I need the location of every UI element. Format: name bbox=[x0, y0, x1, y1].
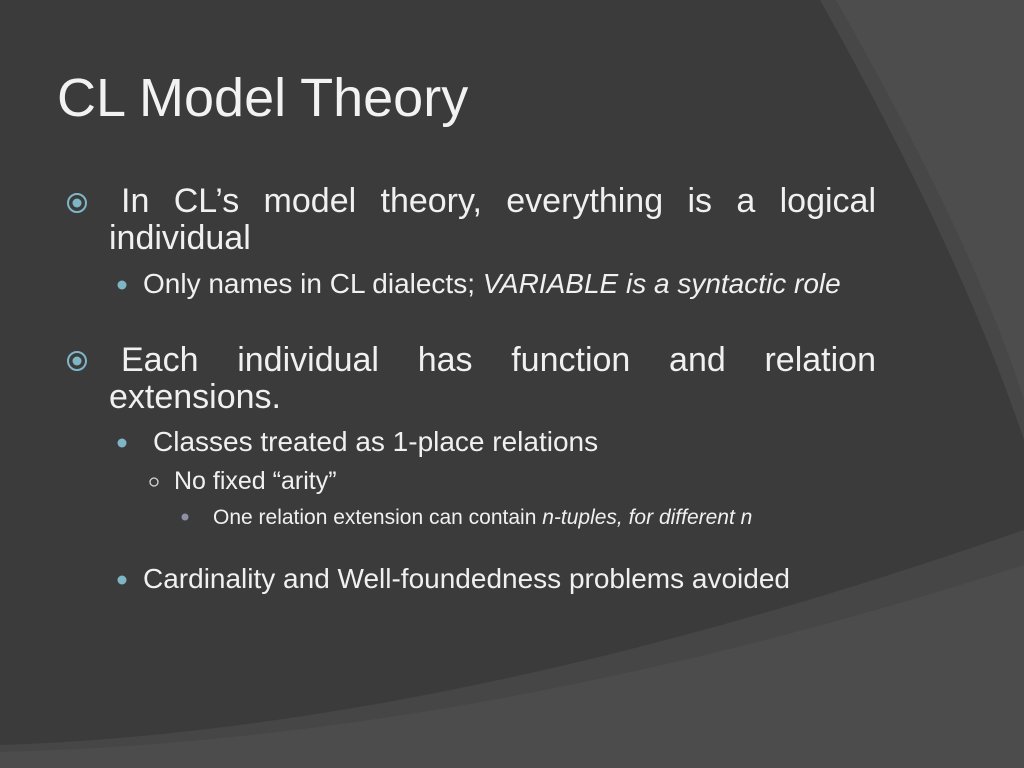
level4-bullet-text: One relation extension can contain n-tup… bbox=[205, 505, 877, 530]
bullet-text: Each individual has function and relatio… bbox=[109, 341, 876, 416]
hollow-circle-bullet-icon bbox=[149, 477, 159, 487]
top-right-band-inner bbox=[836, 0, 1024, 400]
bullet-text-plain: Only names in CL dialects; bbox=[143, 268, 483, 299]
bottom-sweep-inner bbox=[0, 565, 1024, 768]
sub-bullet-text: Classes treated as 1-place relations bbox=[153, 426, 599, 457]
sub-sub-bullet-text: No fixed “arity” bbox=[174, 467, 337, 495]
circle-dot-bullet-icon bbox=[67, 351, 87, 371]
bullet-text-plain: One relation extension can contain bbox=[213, 506, 543, 529]
bullet-text: In CL’s model theory, everything is a lo… bbox=[109, 182, 876, 257]
slide-title: CL Model Theory bbox=[57, 68, 469, 128]
bullet-text-italic: VARIABLE is a syntactic role bbox=[482, 268, 841, 299]
dot-bullet-icon bbox=[117, 280, 127, 290]
sub-bullet-text: Cardinality and Well-foundedness problem… bbox=[143, 563, 790, 594]
dot-bullet-icon bbox=[117, 438, 127, 448]
sub-bullet-text: Only names in CL dialects; VARIABLE is a… bbox=[143, 268, 876, 300]
small-dot-bullet-icon bbox=[181, 513, 189, 521]
dot-bullet-icon bbox=[117, 575, 127, 585]
circle-dot-bullet-icon bbox=[67, 193, 87, 213]
bullet-text-italic: n-tuples, for different n bbox=[542, 506, 753, 529]
